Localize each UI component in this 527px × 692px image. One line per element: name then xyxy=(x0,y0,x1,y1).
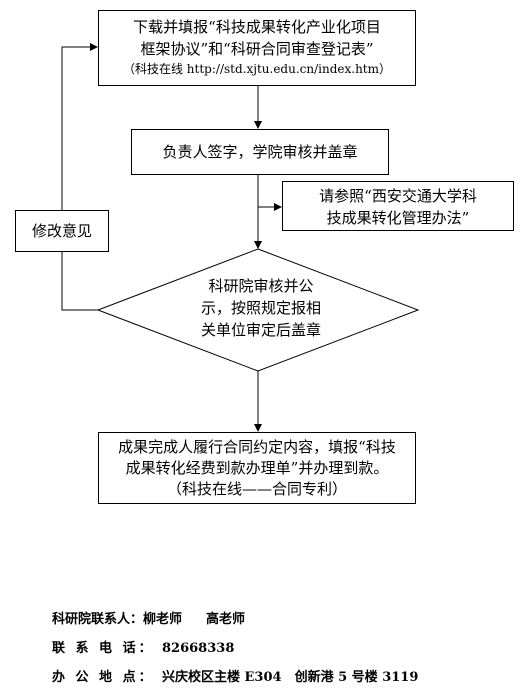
download-url-line: （科技在线 http://std.xjtu.edu.cn/index.htm） xyxy=(122,62,391,76)
contact-person-1: 柳老师 xyxy=(143,612,183,627)
feedback-loop-lower xyxy=(61,252,98,311)
feedback-loop-upper xyxy=(61,43,98,210)
sign-approve-box: 负责人签字，学院审核并盖章 xyxy=(131,129,389,175)
revise-comments-box: 修改意见 xyxy=(15,210,109,252)
contact-person-row: 科研院联系人：柳老师 高老师 xyxy=(52,605,418,634)
decision-line-3: 关单位审定后盖章 xyxy=(200,321,321,339)
contact-address-label: 办 公 地 点： xyxy=(52,670,155,685)
decision-line-2: 示，按照规定报相 xyxy=(200,299,321,317)
contact-person-label: 科研院联系人： xyxy=(52,612,144,627)
complete-line-3: （科技在线——合同专利） xyxy=(166,480,347,498)
download-form-box: 下载并填报“科技成果转化产业化项目 框架协议”和“科研合同审查登记表” （科技在… xyxy=(98,10,416,86)
decision-text: 科研院审核并公 示，按照规定报相 关单位审定后盖章 xyxy=(176,275,346,341)
contact-phone-value: 82668338 xyxy=(162,641,235,656)
refer-line-1: 请参照“西安交通大学科 xyxy=(319,187,477,205)
download-line-1: 下载并填报“科技成果转化产业化项目 xyxy=(133,18,381,36)
revise-label: 修改意见 xyxy=(31,222,92,240)
contact-info: 科研院联系人：柳老师 高老师 联 系 电 话： 82668338 办 公 地 点： 兴… xyxy=(52,605,418,692)
contact-phone-label: 联 系 电 话： xyxy=(52,641,155,656)
sign-line-1: 负责人签字，学院审核并盖章 xyxy=(162,143,358,161)
complete-line-2: 成果转化经费到款办理单”并办理到款。 xyxy=(125,459,389,477)
decision-line-1: 科研院审核并公 xyxy=(208,277,314,295)
refer-regulation-box: 请参照“西安交通大学科 技成果转化管理办法” xyxy=(282,181,514,231)
contact-phone-row: 联 系 电 话： 82668338 xyxy=(52,634,418,663)
contact-address-row: 办 公 地 点： 兴庆校区主楼 E304 创新港 5 号楼 3119 xyxy=(52,663,418,692)
refer-line-2: 技成果转化管理办法” xyxy=(326,209,470,227)
complete-contract-box: 成果完成人履行合同约定内容，填报“科技 成果转化经费到款办理单”并办理到款。 （… xyxy=(98,432,416,504)
contact-person-2: 高老师 xyxy=(206,612,246,627)
download-line-2: 框架协议”和“科研合同审查登记表” xyxy=(140,40,374,58)
complete-line-1: 成果完成人履行合同约定内容，填报“科技 xyxy=(118,438,396,456)
contact-address-value: 兴庆校区主楼 E304 创新港 5 号楼 3119 xyxy=(162,670,419,685)
